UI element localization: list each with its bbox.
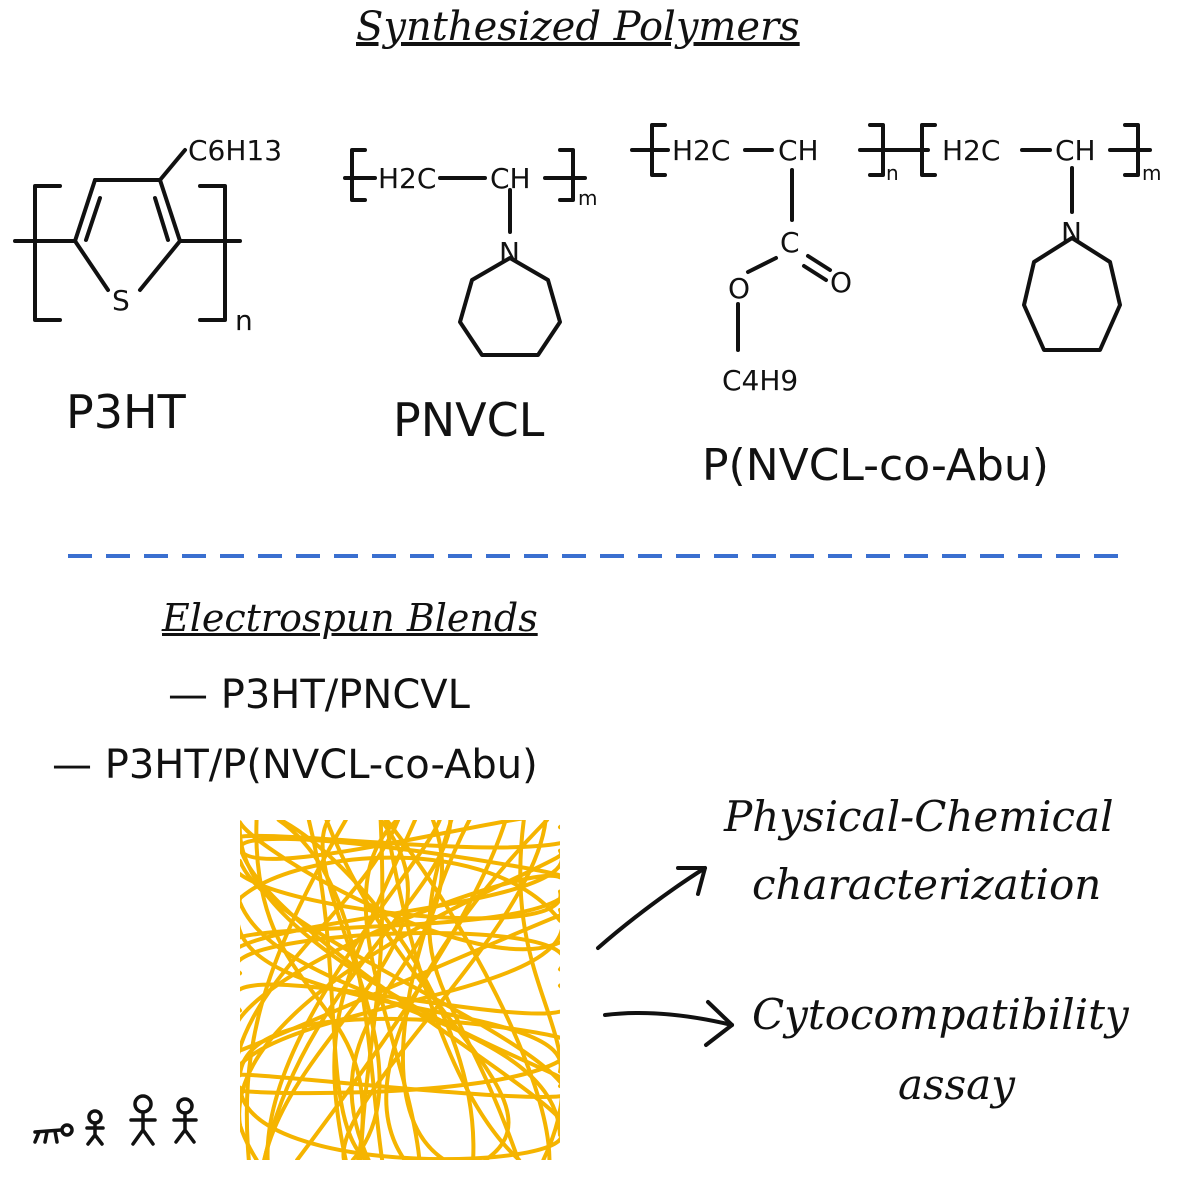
outcome-cytocompatibility-line1: Cytocompatibility [752,990,1129,1039]
bracket-left [350,148,367,202]
fiber-strand [254,820,365,1160]
caprolactam-ring [458,256,562,357]
ring-bond [158,178,182,243]
person-icon [129,1094,157,1146]
carbonyl-double-bond [806,254,832,272]
ring-bond [73,239,110,292]
ester-bond [746,256,778,274]
copolymer-structure: C O O C4H9 H2C CH n H2C CH m N [630,123,1161,397]
ring-double-bond [84,196,102,242]
fiber-strand [278,820,476,1160]
fiber-strand [240,1058,560,1096]
fiber-strand [240,820,560,1080]
ester-oxygen-label: O [728,272,750,305]
fiber-strand [349,820,445,1160]
fiber-strand [240,836,560,878]
caprolactam-ring [1022,236,1122,352]
carbonyl-carbon-label: C [780,226,800,259]
sulfur-label: S [112,284,130,317]
fiber-strand [384,820,522,1160]
repeat-n-label: n [235,304,253,337]
fiber-strand [240,858,560,1128]
fiber-strand [240,896,560,940]
blend-label: P3HT/PNCVL [220,672,470,718]
fiber-strand [240,820,401,1160]
arrow-to-characterization [596,866,707,950]
child-icon [85,1109,105,1146]
fiber-strand [240,1085,560,1160]
carbonyl-double-bond [802,264,828,282]
ring-double-bond [153,196,170,242]
fiber-strand [320,820,382,1160]
ch-label: CH [778,134,819,167]
fiber-strand [240,833,560,851]
polymer-structures: S C6H13 n H2C CH m N [13,123,1161,397]
fiber-strand [240,907,560,1127]
fiber-strand [262,820,410,1160]
ch-label: CH [1055,134,1096,167]
fiber-strand [240,820,560,861]
repeat-m-label: m [578,186,597,210]
blend-label: P3HT/P(NVCL-co-Abu) [104,742,538,788]
fiber-strand [240,855,560,923]
ring-bond [73,178,97,243]
fiber-strand [240,853,560,1129]
outcome-characterization-line1: Physical-Chemical [724,792,1114,841]
fiber-strand [240,847,560,921]
hexyl-label: C6H13 [188,134,282,167]
nitrogen-label: N [499,236,520,269]
repeat-n-label: n [886,161,899,185]
outcome-arrows [596,866,734,1047]
h2c-label: H2C [942,134,1000,167]
arrow-to-cytocompatibility [603,1000,734,1047]
list-dash: — [52,742,105,788]
human-figures [33,1094,198,1146]
blend-item-2: — P3HT/P(NVCL-co-Abu) [52,742,538,788]
fiber-strand [240,873,560,1053]
polymer-name-p3ht: P3HT [66,385,186,439]
p3ht-structure: S C6H13 n [13,134,282,337]
list-dash: — [168,672,221,718]
fiber-strand [240,1072,560,1099]
outcome-characterization-line2: characterization [752,860,1102,909]
carbonyl-oxygen-label: O [830,266,852,299]
heading-synthesized-polymers: Synthesized Polymers [356,4,800,50]
pnvcl-structure: H2C CH m N [343,148,597,357]
nitrogen-label: N [1061,216,1082,249]
blend-item-1: — P3HT/PNCVL [168,672,470,718]
fiber-strand [518,820,560,1160]
ch-label: CH [490,162,531,195]
bracket-right [198,184,227,322]
butyl-label: C4H9 [722,364,798,397]
h2c-label: H2C [672,134,730,167]
fiber-strand [244,820,348,1160]
electrospun-fiber-mat [240,820,560,1160]
fiber-strand [240,1016,560,1077]
polymer-name-copolymer: P(NVCL-co-Abu) [702,440,1049,491]
section-divider [68,554,1128,558]
person-icon [172,1097,198,1144]
fiber-strand [240,897,560,1074]
repeat-m-label: m [1142,161,1161,185]
substituent-bond [158,148,187,182]
crawling-baby-icon [33,1123,74,1144]
ring-bond [138,239,182,292]
h2c-label: H2C [378,162,436,195]
outcome-cytocompatibility-line2: assay [898,1060,1015,1109]
bracket-left [33,184,62,322]
bracket-right [558,148,575,202]
polymer-name-pnvcl: PNVCL [393,393,545,447]
heading-electrospun-blends: Electrospun Blends [162,596,538,640]
fiber-strand [384,820,552,1160]
